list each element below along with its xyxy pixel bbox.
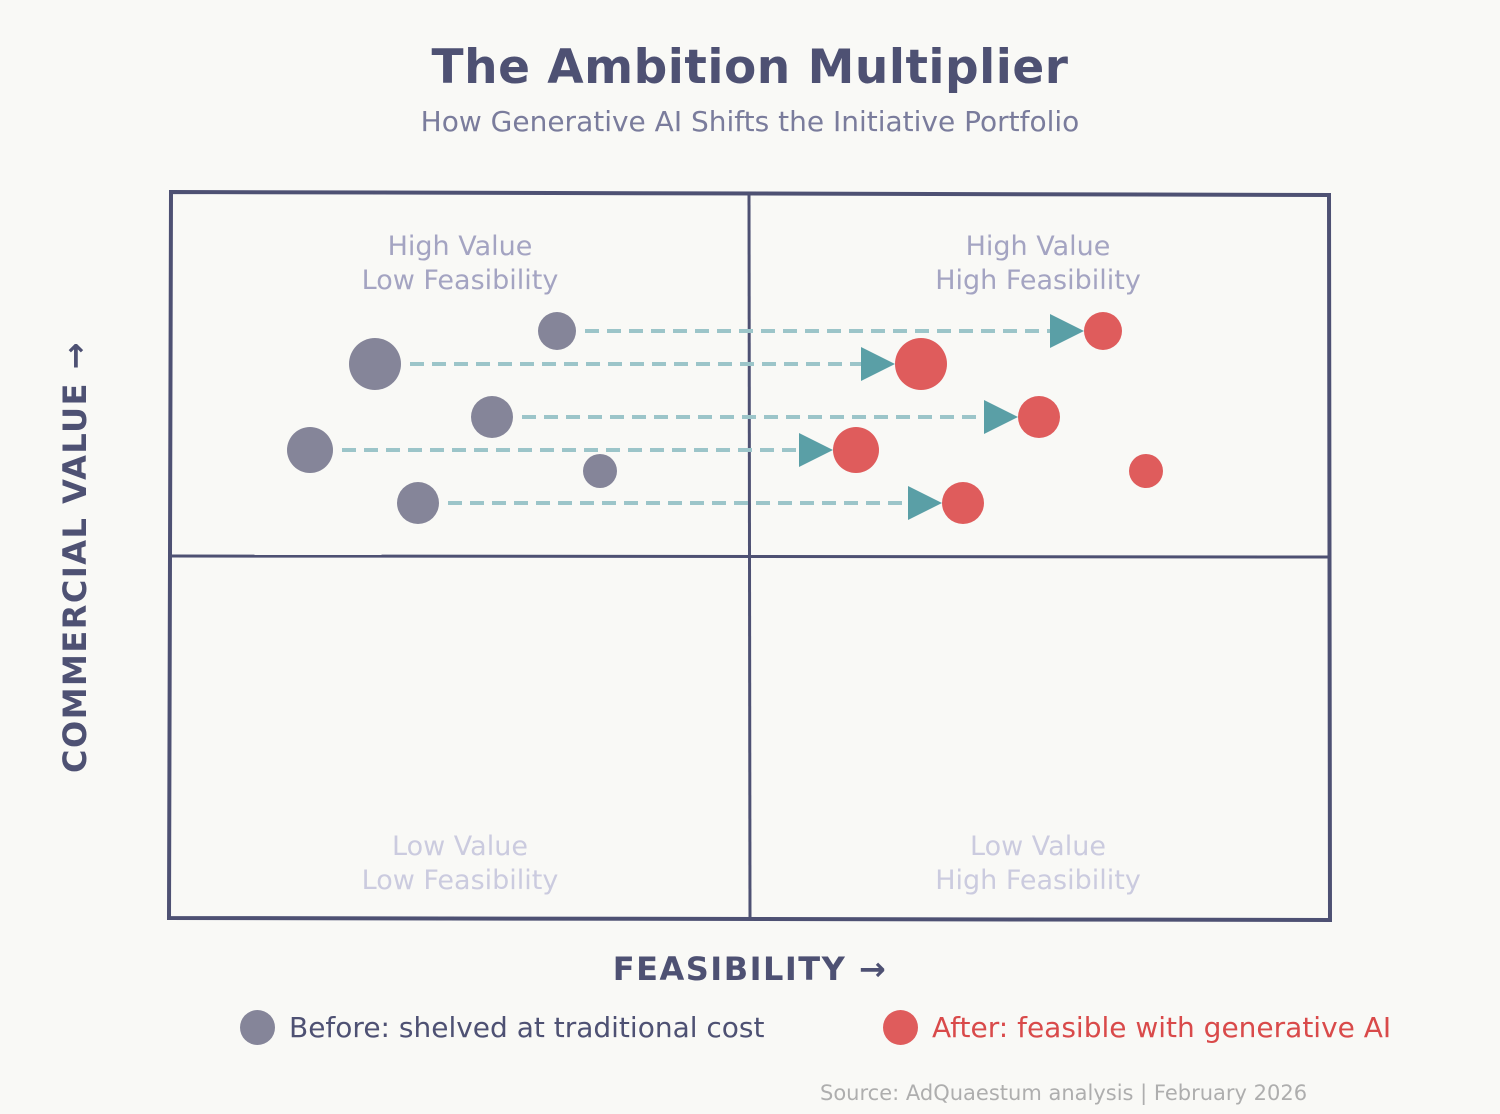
y-axis-label: COMMERCIAL VALUE → xyxy=(56,341,94,773)
legend-label-before: Before: shelved at traditional cost xyxy=(289,1011,765,1044)
arrowhead-icon xyxy=(908,486,942,520)
before-bubble xyxy=(583,454,617,488)
after-bubble xyxy=(895,338,947,390)
chart-title: The Ambition Multiplier xyxy=(431,40,1069,95)
quadrant-label-line2: Low Feasibility xyxy=(361,865,559,896)
before-bubble xyxy=(471,396,513,438)
horizontal-divider xyxy=(169,554,1330,559)
x-axis-label: FEASIBILITY → xyxy=(612,950,888,988)
quadrant-label-low-value-high-feasibility: Low Value High Feasibility xyxy=(838,830,1238,898)
quadrant-label-high-value-low-feasibility: High Value Low Feasibility xyxy=(260,230,660,298)
quadrant-label-line2: Low Feasibility xyxy=(361,265,559,296)
after-bubble xyxy=(1018,396,1060,438)
after-bubble xyxy=(1084,312,1122,350)
legend-dot-after-icon xyxy=(883,1010,918,1045)
before-bubble xyxy=(397,482,439,524)
chart-subtitle: How Generative AI Shifts the Initiative … xyxy=(420,105,1080,138)
plot-frame xyxy=(166,189,1333,923)
quadrant-label-line1: Low Value xyxy=(970,831,1106,862)
quadrant-label-line1: Low Value xyxy=(392,831,528,862)
quadrant-label-high-value-high-feasibility: High Value High Feasibility xyxy=(838,230,1238,298)
legend-label-after: After: feasible with generative AI xyxy=(932,1011,1392,1044)
before-bubble xyxy=(349,338,401,390)
before-bubble xyxy=(287,427,333,473)
shift-arrows xyxy=(342,314,1084,520)
after-bubble xyxy=(942,482,984,524)
after-bubbles xyxy=(833,312,1163,524)
arrowhead-icon xyxy=(1050,314,1084,348)
before-bubbles xyxy=(287,312,617,524)
after-bubble xyxy=(833,427,879,473)
quadrant-label-low-value-low-feasibility: Low Value Low Feasibility xyxy=(260,830,660,898)
legend-item-after: After: feasible with generative AI xyxy=(883,1010,1391,1045)
source-note: Source: AdQuaestum analysis | February 2… xyxy=(820,1081,1308,1105)
quadrant-label-line2: High Feasibility xyxy=(935,265,1141,296)
quadrant-label-line1: High Value xyxy=(387,231,533,262)
quadrant-label-line1: High Value xyxy=(965,231,1111,262)
before-bubble xyxy=(538,312,576,350)
quadrant-label-line2: High Feasibility xyxy=(935,865,1141,896)
after-bubble xyxy=(1129,454,1163,488)
legend-dot-before-icon xyxy=(240,1010,275,1045)
arrowhead-icon xyxy=(984,400,1018,434)
arrowhead-icon xyxy=(861,347,895,381)
legend-item-before: Before: shelved at traditional cost xyxy=(240,1010,765,1045)
arrowhead-icon xyxy=(799,433,833,467)
